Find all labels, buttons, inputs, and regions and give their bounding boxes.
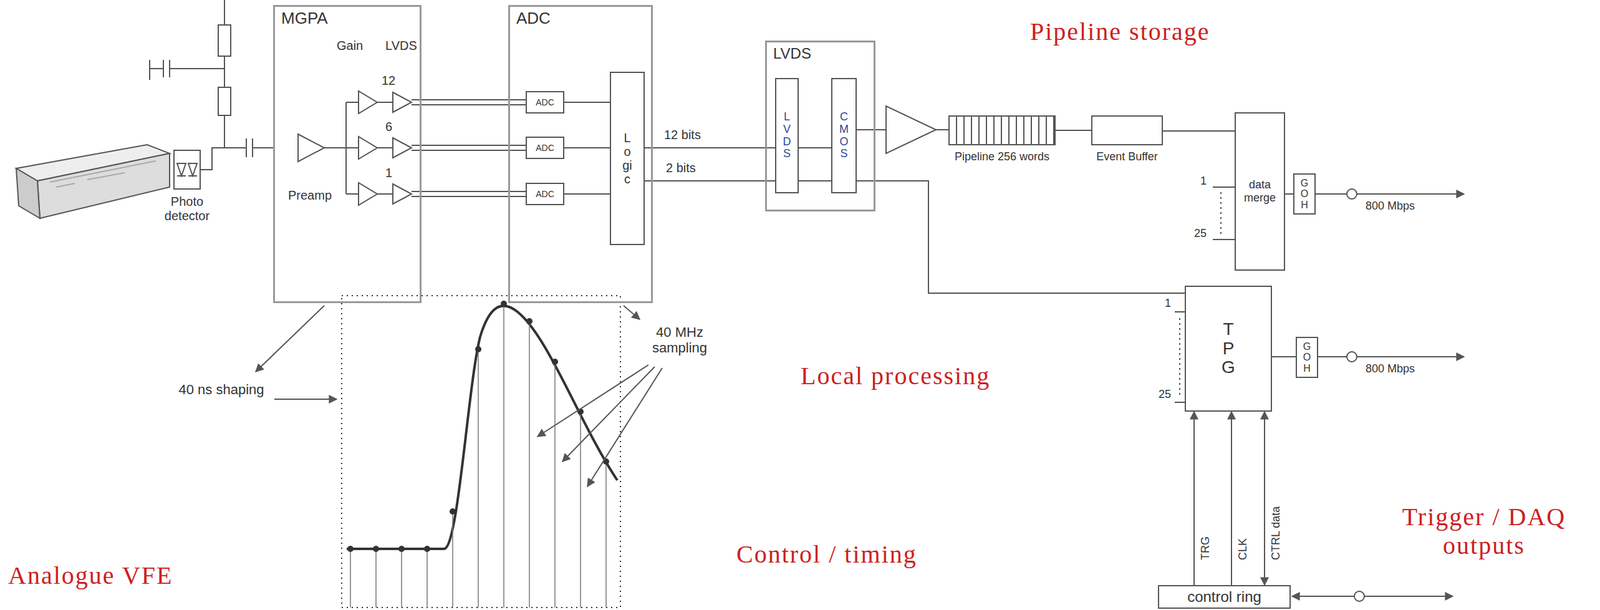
connector <box>1231 411 1233 585</box>
lvds-box: LVDS <box>775 77 799 194</box>
control-ring: control ring <box>1157 584 1291 609</box>
data-merge-box: data merge <box>1234 112 1286 271</box>
mgpa-amplifiers <box>298 91 526 206</box>
pipeline-memory: Pipeline 256 words <box>948 115 1056 146</box>
gain-value: 1 <box>385 165 393 181</box>
section-label: Analogue VFE <box>8 561 173 590</box>
adc-block: ADC ADC ADC ADC Logic <box>508 4 653 304</box>
connector <box>644 147 776 149</box>
part-label: Preamp <box>288 188 332 203</box>
goh-box: GOH <box>1293 173 1316 215</box>
node-text: Photo detector <box>149 194 225 224</box>
signal-label: LVDS <box>385 38 418 54</box>
channel-number: 25 <box>1194 226 1207 241</box>
adc-box: ADC <box>525 91 565 114</box>
goh-box: GOH <box>1295 336 1319 378</box>
node-text: ADC <box>535 97 555 108</box>
cmos-box: CMOS <box>831 77 857 194</box>
gain-value: 12 <box>381 73 396 88</box>
node-text: CMOS <box>838 110 850 161</box>
connector <box>798 147 832 149</box>
data-bus <box>644 180 832 182</box>
node-text: ADC <box>535 142 555 153</box>
signal-label: CTRL data <box>1269 505 1283 562</box>
lvds-block: LVDS LVDS CMOS <box>765 40 876 212</box>
signal-label: TRG <box>1199 534 1213 562</box>
channel-number: 1 <box>1164 296 1172 310</box>
signal-label: Gain <box>336 38 363 54</box>
connector <box>1055 130 1092 131</box>
node-text: ADC <box>516 9 551 29</box>
logic-box: Logic <box>609 71 645 246</box>
connector <box>564 147 610 149</box>
channel-number: 1 <box>1200 174 1207 188</box>
connector <box>1264 411 1266 585</box>
callout-arrows <box>255 305 663 487</box>
node-text: Event Buffer <box>1083 150 1172 164</box>
node-text: GOH <box>1301 341 1312 375</box>
channel-number: 25 <box>1158 387 1172 401</box>
node-text: ADC <box>535 188 555 199</box>
section-label: Control / timing <box>736 539 918 569</box>
node-text: Pipeline 256 words <box>952 150 1052 164</box>
node-text: LVDS <box>781 110 793 161</box>
photodiode-symbols <box>177 163 198 176</box>
connector <box>1285 193 1294 195</box>
photo-detector: Photo detector <box>173 149 201 190</box>
gain-value: 6 <box>385 119 393 135</box>
section-label: Pipeline storage <box>1030 17 1211 47</box>
connector <box>856 180 1185 294</box>
node-text: MGPA <box>281 9 328 29</box>
adc-box: ADC <box>525 136 565 160</box>
optical-links <box>1291 188 1465 602</box>
note: 40 MHz sampling <box>642 324 718 357</box>
link-rate: 800 Mbps <box>1365 199 1415 213</box>
connector <box>1272 356 1296 358</box>
connector <box>856 106 949 154</box>
event-buffer: Event Buffer <box>1091 115 1163 146</box>
node-text: Logic <box>621 130 634 186</box>
signal-label: CLK <box>1236 536 1250 562</box>
adc-box: ADC <box>525 182 565 206</box>
connector <box>200 147 274 170</box>
bus-width: 2 bits <box>665 160 696 176</box>
pulse-plot <box>341 295 621 608</box>
capacitor-symbol <box>246 138 253 158</box>
node-text: data merge <box>1235 178 1284 204</box>
connector <box>564 193 610 195</box>
section-label: Local processing <box>800 361 991 391</box>
note: 40 ns shaping <box>174 381 269 398</box>
node-text: GOH <box>1299 177 1310 211</box>
node-text: TPG <box>1219 319 1238 378</box>
connector <box>564 102 610 103</box>
section-label: Trigger / DAQ outputs <box>1378 502 1591 560</box>
node-text: LVDS <box>773 44 812 63</box>
bus-width: 12 bits <box>664 127 701 143</box>
bias-network <box>149 0 231 148</box>
crystal <box>16 144 170 219</box>
link-rate: 800 Mbps <box>1365 362 1415 376</box>
tpg-box: TPG <box>1184 285 1273 412</box>
node-text: control ring <box>1187 587 1262 606</box>
connector <box>1194 411 1195 585</box>
connector <box>1162 130 1235 132</box>
